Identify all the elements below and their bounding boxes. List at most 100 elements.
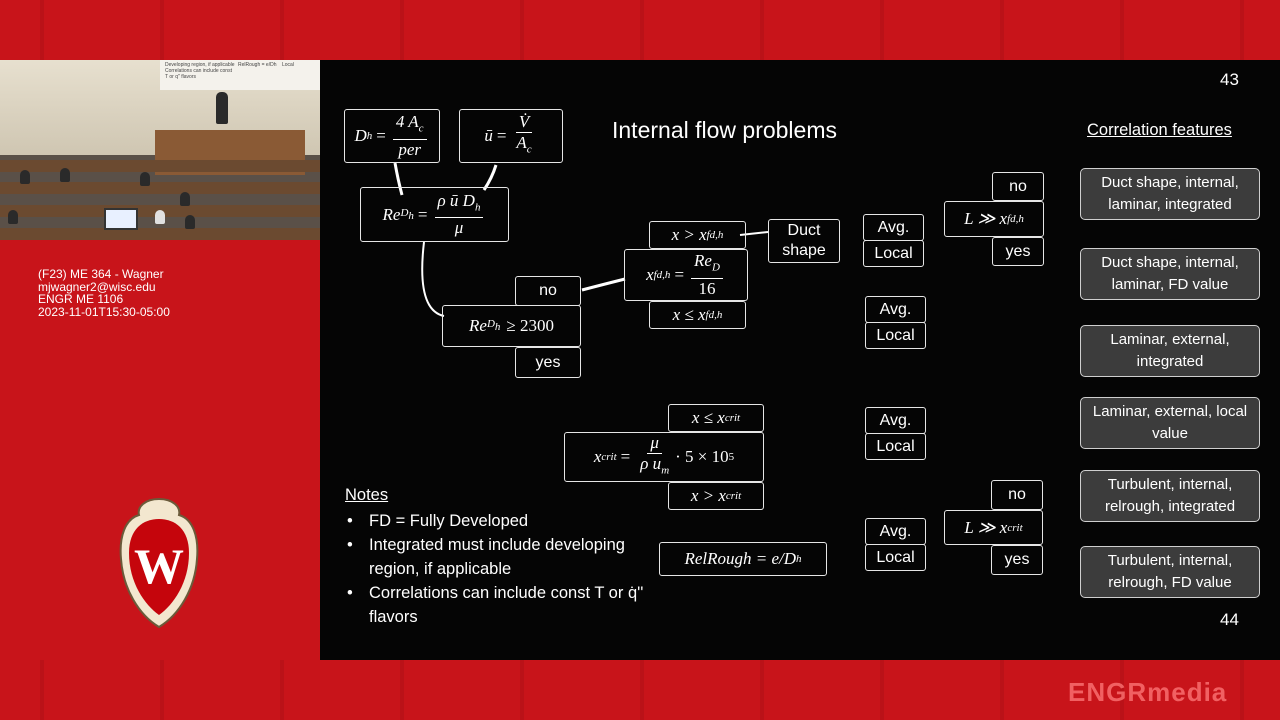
feature-laminar-external-local: Laminar, external, local value — [1080, 397, 1260, 449]
timestamp: 2023-11-01T15:30-05:00 — [38, 304, 170, 319]
board-line: T or q'' flavors — [165, 74, 196, 80]
eq-factor: · 5 × 10 — [675, 447, 729, 466]
feature-duct-laminar-integrated: Duct shape, internal, laminar, integrate… — [1080, 168, 1260, 220]
slide: 43 44 Internal flow problems Correlation… — [320, 60, 1280, 660]
label-yes: yes — [992, 237, 1044, 266]
eq-text: RelRough = e/D — [684, 549, 797, 568]
board-label: RelRough = e/Dh — [238, 62, 277, 68]
label-no: no — [515, 276, 581, 306]
student — [155, 210, 165, 224]
eq-subscript: D — [711, 261, 720, 274]
page-number-top: 43 — [1220, 70, 1239, 89]
eq-subscript: fd,h — [705, 309, 723, 321]
mean-velocity-equation: ū = V̇Ac — [459, 109, 563, 163]
seating-row — [0, 228, 320, 240]
label-no: no — [992, 172, 1044, 201]
notes-heading: Notes — [345, 486, 389, 504]
eq-numerator: V̇ — [515, 112, 533, 134]
notes-list: FD = Fully Developed Integrated must inc… — [345, 509, 645, 629]
board-line: Developing region, if applicable — [165, 62, 235, 68]
eq-subscript: h — [408, 210, 414, 223]
student — [20, 170, 30, 184]
eq-text: x ≤ x — [691, 408, 725, 427]
eq-subscript: fd,h — [706, 229, 724, 241]
label-local: Local — [865, 322, 926, 349]
eq-denominator: ρ u — [640, 454, 662, 474]
label-local: Local — [863, 240, 924, 267]
engr-media-logo: ENGRmedia — [1068, 677, 1228, 707]
label-avg: Avg. — [865, 296, 926, 323]
crest-letter: W — [134, 538, 184, 594]
student — [60, 168, 70, 182]
label-no: no — [991, 480, 1043, 510]
eq-denominator: per — [398, 139, 422, 159]
notes-section: Notes FD = Fully Developed Integrated mu… — [345, 486, 645, 629]
eq-denominator: μ — [454, 218, 464, 238]
eq-subscript: crit — [724, 412, 741, 424]
projection-board: Developing region, if applicable Correla… — [160, 60, 320, 90]
label-avg: Avg. — [865, 518, 926, 545]
feature-turbulent-fd: Turbulent, internal, relrough, FD value — [1080, 546, 1260, 598]
board-line: Correlations can include const — [165, 68, 232, 74]
eq-text: x > x — [671, 225, 707, 244]
eq-subscript: fd,h — [653, 269, 671, 281]
eq-text: L ≫ x — [964, 209, 1008, 228]
label-duct-shape: Duct shape — [768, 219, 840, 263]
eq-text: L ≫ x — [964, 517, 1008, 537]
eq-subscript: fd,h — [1007, 213, 1024, 225]
eq-symbol: ū — [484, 126, 493, 145]
feature-turbulent-integrated: Turbulent, internal, relrough, integrate… — [1080, 470, 1260, 522]
eq-exponent: 5 — [728, 451, 735, 463]
eq-subscript: m — [661, 464, 670, 477]
top-banner-pattern — [0, 0, 1280, 60]
eq-symbol: x — [646, 265, 654, 284]
note-item: Integrated must include developing regio… — [347, 533, 645, 581]
eq-subscript: h — [474, 201, 481, 214]
eq-symbol: Re — [382, 204, 401, 224]
eq-subscript: D — [400, 206, 409, 219]
eq-subscript: h — [494, 321, 501, 334]
label-yes: yes — [991, 545, 1043, 575]
eq-subscript: crit — [725, 490, 742, 502]
label-local: Local — [865, 544, 926, 571]
laptop — [104, 208, 138, 230]
board-label: Local — [282, 62, 294, 68]
uw-crest-logo: W — [119, 497, 199, 629]
features-heading: Correlation features — [1087, 121, 1232, 139]
student — [185, 215, 195, 229]
note-item: Correlations can include const T or q̇''… — [347, 581, 645, 629]
seating-row — [0, 182, 320, 194]
instructor — [216, 92, 228, 124]
note-item: FD = Fully Developed — [347, 509, 645, 533]
course-info: (F23) ME 364 - Wagner mjwagner2@wisc.edu… — [38, 268, 170, 318]
instructor-email: mjwagner2@wisc.edu — [38, 279, 156, 294]
eq-subscript: h — [366, 130, 373, 142]
eq-symbol: x — [593, 447, 602, 466]
eq-numerator: ρ ū D — [437, 190, 475, 210]
label-avg: Avg. — [865, 407, 926, 434]
eq-subscript: D — [486, 318, 495, 331]
course-title: (F23) ME 364 - Wagner — [38, 267, 164, 281]
eq-subscript: crit — [1007, 521, 1023, 534]
page-number-bottom: 44 — [1220, 610, 1239, 629]
eq-subscript: c — [526, 143, 532, 156]
bottom-banner-pattern — [0, 660, 1280, 720]
eq-numerator: 4 A — [395, 112, 419, 132]
eq-subscript: crit — [601, 451, 617, 463]
eq-symbol: Re — [469, 316, 487, 335]
eq-threshold: ≥ 2300 — [506, 316, 554, 335]
eq-numerator: Re — [694, 251, 712, 271]
feature-laminar-external-integrated: Laminar, external, integrated — [1080, 325, 1260, 377]
feature-duct-laminar-fd: Duct shape, internal, laminar, FD value — [1080, 248, 1260, 300]
label-local: Local — [865, 433, 926, 460]
